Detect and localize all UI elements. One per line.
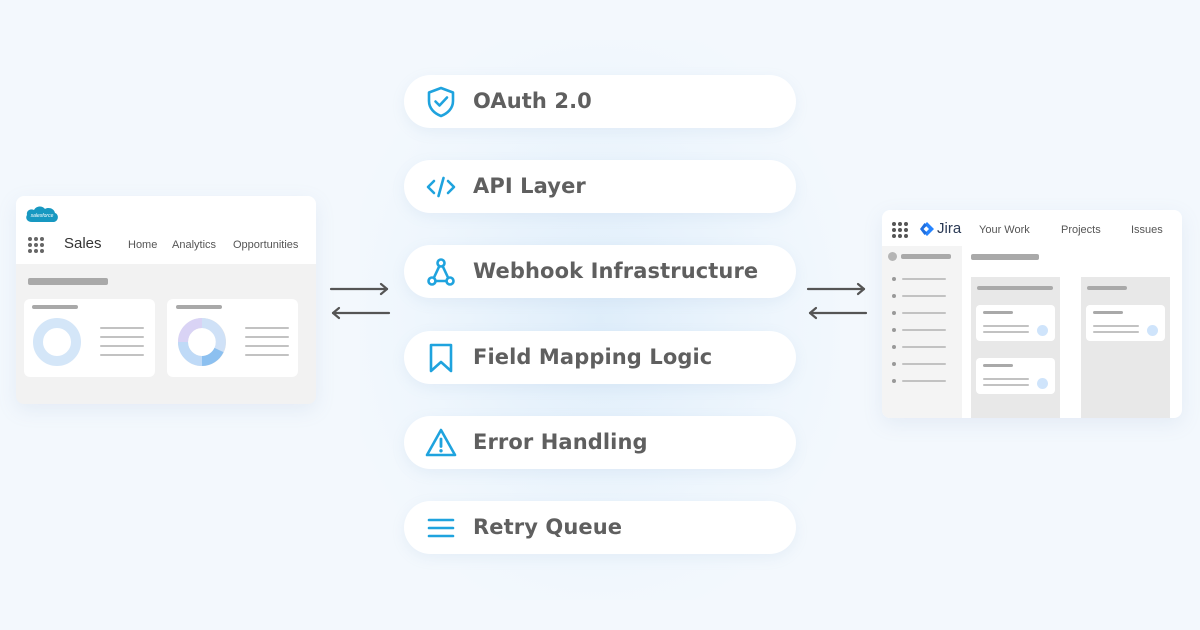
feature-label: API Layer bbox=[473, 174, 586, 198]
donut-chart bbox=[178, 318, 226, 366]
warning-icon bbox=[425, 428, 457, 457]
salesforce-app-name: Sales bbox=[64, 235, 102, 252]
assignee-avatar bbox=[1037, 378, 1048, 389]
salesforce-header: salesforce Sales Home Analytics Opportun… bbox=[16, 196, 316, 264]
board-title-placeholder bbox=[971, 254, 1039, 260]
feature-label: Retry Queue bbox=[473, 515, 623, 539]
avatar bbox=[888, 252, 897, 261]
line-placeholder bbox=[100, 336, 144, 338]
feature-error-handling: Error Handling bbox=[404, 416, 796, 469]
sync-arrows-left bbox=[329, 282, 391, 320]
assignee-avatar bbox=[1037, 325, 1048, 336]
nav-analytics[interactable]: Analytics bbox=[172, 239, 217, 251]
shield-check-icon bbox=[427, 86, 455, 118]
salesforce-logo-text: salesforce bbox=[31, 213, 54, 219]
jira-app-card: Jira Your Work Projects Issues bbox=[882, 210, 1182, 418]
line-placeholder bbox=[245, 336, 289, 338]
board-card[interactable] bbox=[976, 358, 1055, 394]
board-card[interactable] bbox=[1086, 305, 1165, 341]
board-column bbox=[1081, 277, 1170, 418]
app-launcher-icon[interactable] bbox=[27, 236, 45, 254]
feature-retry-queue: Retry Queue bbox=[404, 501, 796, 554]
nav-projects[interactable]: Projects bbox=[1061, 224, 1101, 236]
panel-title-placeholder bbox=[32, 305, 78, 309]
bookmark-icon bbox=[429, 343, 453, 373]
webhook-icon bbox=[427, 258, 455, 286]
line-placeholder bbox=[245, 345, 289, 347]
board-column bbox=[971, 277, 1060, 418]
donut-chart bbox=[33, 318, 81, 366]
panel-title-placeholder bbox=[176, 305, 222, 309]
feature-label: OAuth 2.0 bbox=[473, 89, 592, 113]
feature-api-layer: API Layer bbox=[404, 160, 796, 213]
feature-webhook: Webhook Infrastructure bbox=[404, 245, 796, 298]
line-placeholder bbox=[245, 327, 289, 329]
nav-issues[interactable]: Issues bbox=[1131, 224, 1163, 236]
assignee-avatar bbox=[1147, 325, 1158, 336]
line-placeholder bbox=[100, 327, 144, 329]
salesforce-app-card: salesforce Sales Home Analytics Opportun… bbox=[16, 196, 316, 404]
chart-panel-left bbox=[24, 299, 155, 377]
list-icon bbox=[427, 518, 455, 538]
line-placeholder bbox=[100, 345, 144, 347]
feature-oauth: OAuth 2.0 bbox=[404, 75, 796, 128]
jira-logo-text: Jira bbox=[937, 220, 962, 237]
line-placeholder bbox=[100, 354, 144, 356]
sync-arrows-right bbox=[806, 282, 868, 320]
feature-label: Error Handling bbox=[473, 430, 648, 454]
feature-label: Field Mapping Logic bbox=[473, 345, 713, 369]
feature-label: Webhook Infrastructure bbox=[473, 259, 759, 283]
board-card[interactable] bbox=[976, 305, 1055, 341]
line-placeholder bbox=[245, 354, 289, 356]
nav-opportunities[interactable]: Opportunities bbox=[233, 239, 299, 251]
jira-sidebar bbox=[882, 246, 962, 418]
sidebar-title-placeholder bbox=[901, 254, 951, 259]
page-title-placeholder bbox=[28, 278, 108, 285]
app-switcher-icon[interactable] bbox=[891, 221, 909, 239]
jira-logo-icon bbox=[920, 222, 934, 236]
code-icon bbox=[426, 176, 456, 198]
nav-home[interactable]: Home bbox=[128, 239, 158, 251]
nav-your-work[interactable]: Your Work bbox=[979, 224, 1030, 236]
feature-field-mapping: Field Mapping Logic bbox=[404, 331, 796, 384]
salesforce-logo-icon: salesforce bbox=[26, 206, 58, 222]
chart-panel-right bbox=[167, 299, 298, 377]
